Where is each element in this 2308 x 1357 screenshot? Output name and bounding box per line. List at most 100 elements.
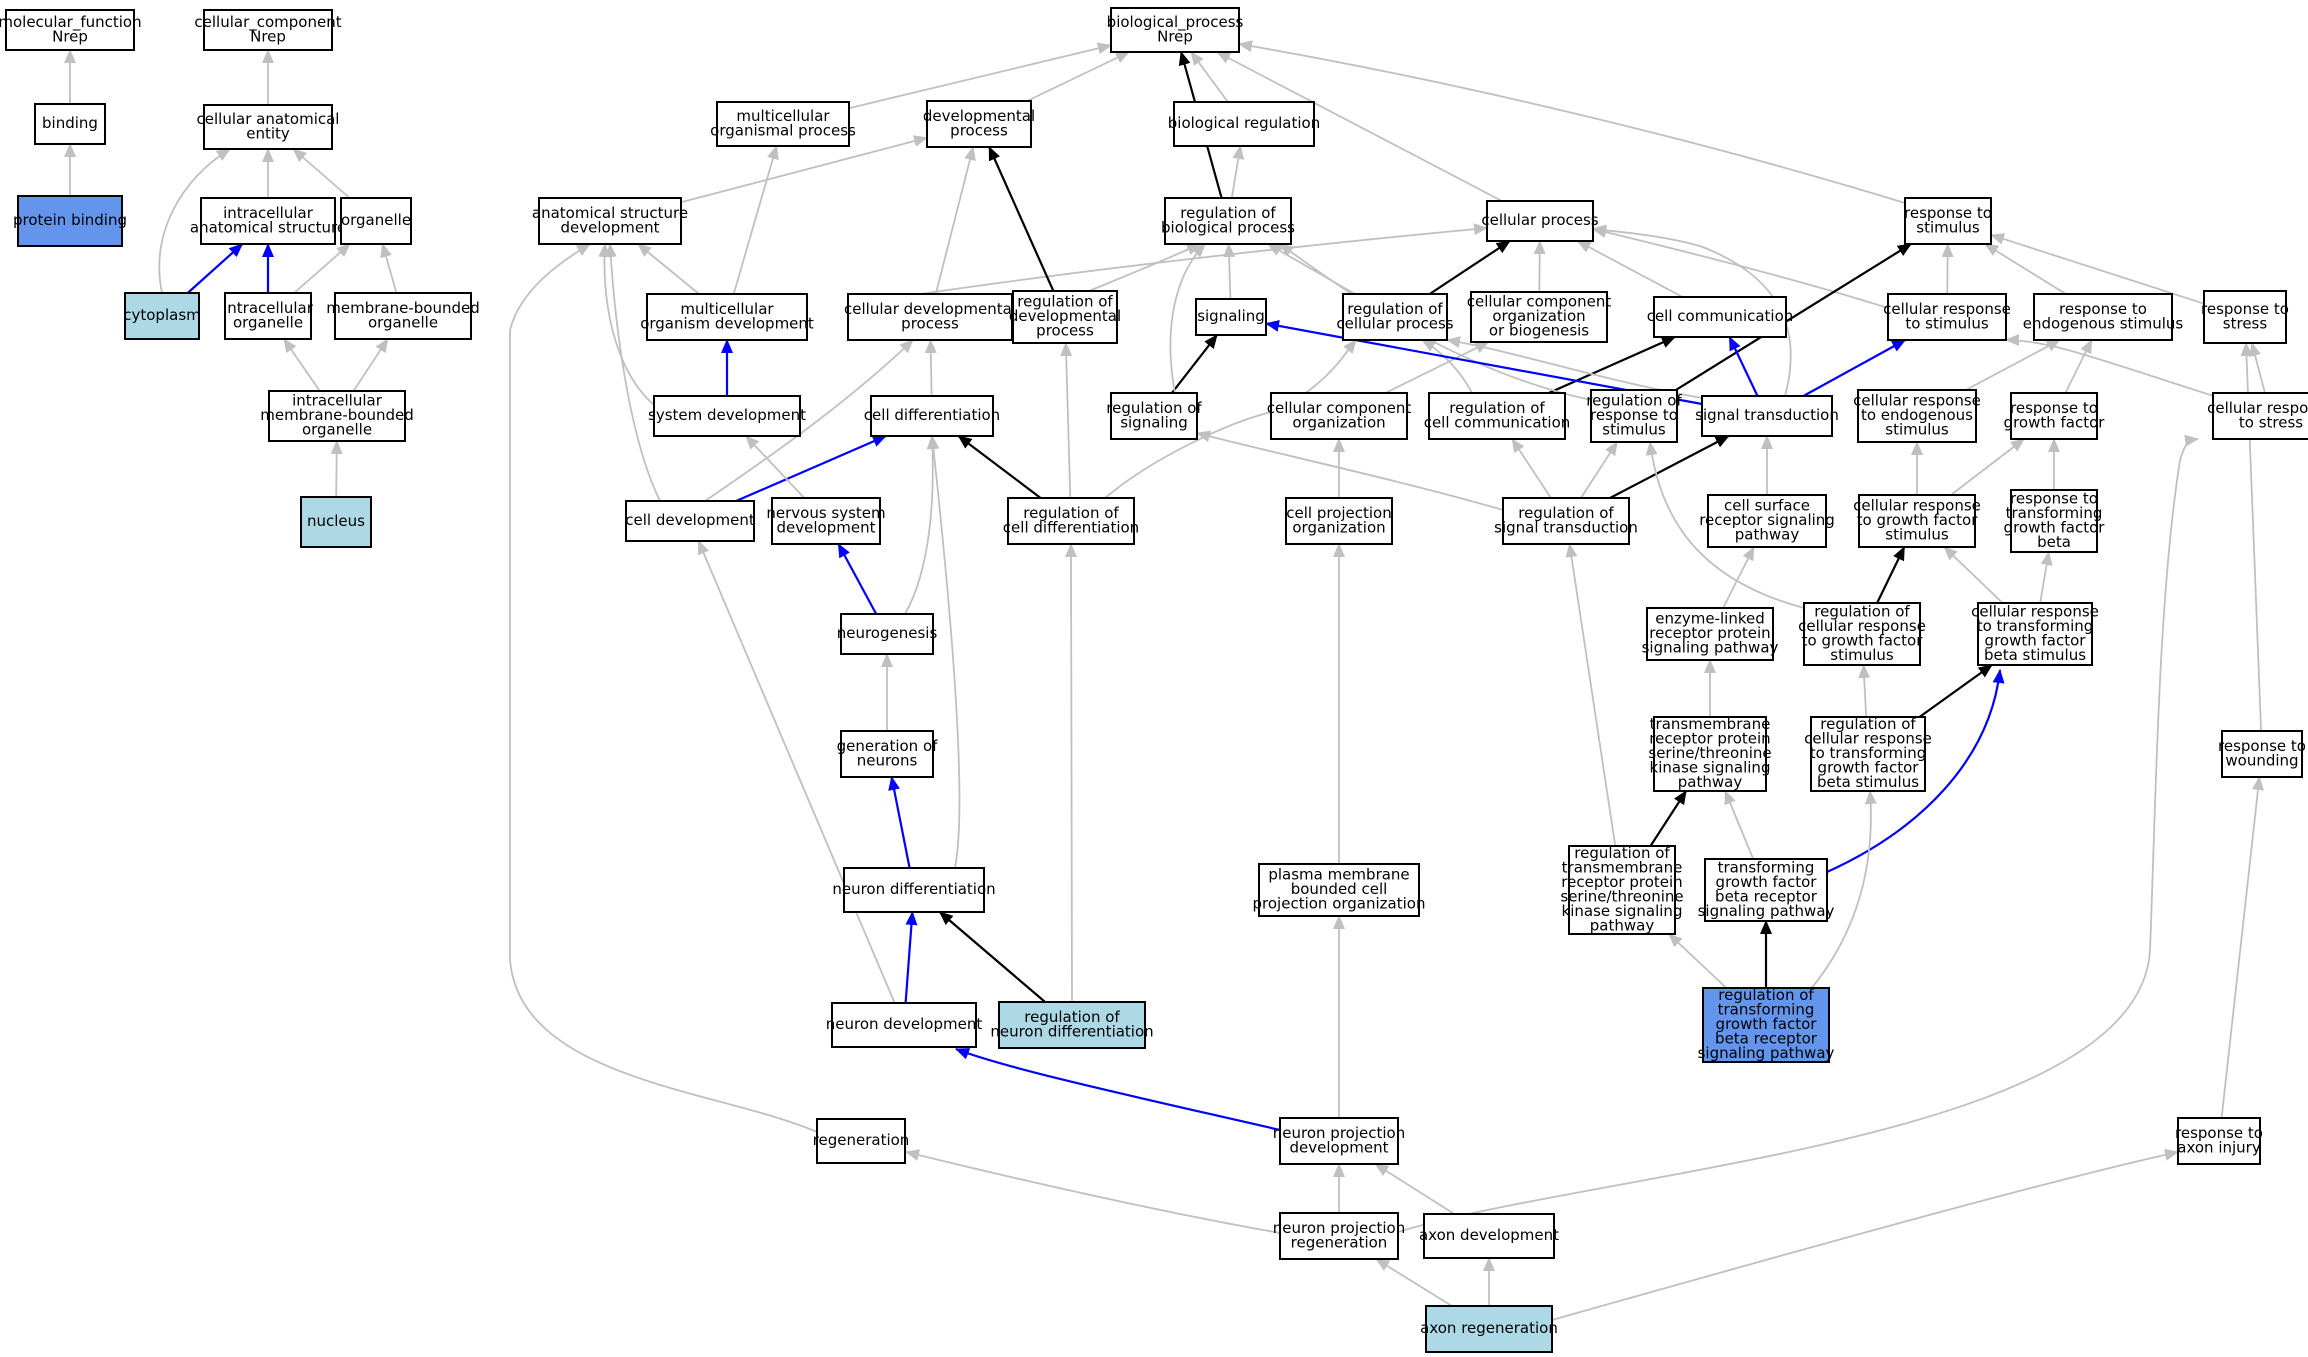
edge-rcrtgfbs-to-rcrgfs [1858, 664, 1871, 718]
node-label-line: cell surface [1724, 497, 1810, 515]
node-label-line: developmental [923, 107, 1035, 125]
node-label-line: regulation of [1518, 504, 1614, 522]
edge-rrs-to-rts [1675, 243, 1912, 391]
node-box [2212, 392, 2308, 440]
node-label-line: transforming [1718, 858, 1815, 876]
node-neurdiff: neuron differentiation [832, 867, 996, 913]
edge-celldev-to-asd [604, 243, 661, 502]
edge-nucleus-to-imbo [330, 440, 343, 498]
node-label-line: process [1036, 322, 1094, 340]
edge-cco-to-ccob [1385, 341, 1490, 394]
node-label-line: organization [1292, 413, 1385, 431]
edge-crgfs-to-rgf [1950, 438, 2025, 496]
node-label-line: transmembrane [1562, 858, 1683, 876]
edge-rtgfbrsp-to-rtmrpst [1668, 933, 1728, 989]
node-box [1486, 200, 1594, 242]
node-label-line: neurons [857, 751, 918, 769]
node-box [1428, 392, 1566, 440]
node-label-line: beta [2037, 533, 2071, 551]
edge-rcc-to-rcp [1421, 339, 1473, 394]
node-box [1887, 293, 2007, 341]
edge-rnd-to-neurdiff [938, 911, 1046, 1003]
edge-layer [64, 40, 2266, 1321]
node-label-line: regulation of [1347, 300, 1443, 318]
node-label-line: response to [2218, 737, 2306, 755]
node-box [2033, 293, 2173, 341]
node-box [1707, 494, 1827, 548]
node-cellcomm: cell communication [1647, 296, 1794, 338]
node-label-line: growth factor [1985, 631, 2087, 649]
node-label-line: growth factor [2004, 518, 2106, 536]
node-label-line: response to [1590, 406, 1678, 424]
node-label-line: organismal process [710, 121, 856, 139]
node-box [1701, 395, 1833, 437]
edge-rcd-to-rdp [1060, 342, 1073, 499]
node-label-line: process [901, 314, 959, 332]
edge-organelle-to-cae [292, 148, 351, 199]
edge-rtmrpst-to-rst [1565, 543, 1617, 847]
node-label-line: organelle [233, 313, 303, 331]
node-label-line: cell communication [1647, 307, 1794, 325]
node-label-line: response to [2059, 300, 2147, 318]
node-label-line: regeneration [813, 1131, 910, 1149]
node-label-line: biological process [1161, 218, 1295, 236]
node-label-line: cell projection [1286, 504, 1392, 522]
node-box [831, 1002, 977, 1048]
node-label-line: development [777, 518, 876, 536]
node-box [2010, 392, 2098, 440]
node-label-line: cellular response [2207, 399, 2308, 417]
node-box [1007, 497, 1135, 545]
edge-npr-to-regen [905, 1149, 1281, 1234]
edge-cellcomm-to-cellp [1576, 240, 1683, 298]
edge-rcp-to-cellp [1429, 240, 1511, 295]
node-label-line: beta receptor [1715, 1030, 1818, 1048]
node-box [334, 292, 472, 340]
node-box [870, 395, 994, 437]
node-label-line: cellular developmental [844, 300, 1016, 318]
node-label-line: multicellular [736, 107, 830, 125]
node-label-line: receptor protein [1561, 873, 1682, 891]
node-label-line: stimulus [1916, 218, 1980, 236]
edge-sigtrans-to-crs [1802, 339, 1907, 397]
node-label-line: stimulus [1830, 646, 1894, 664]
edge-crstress-to-rtstress [2249, 342, 2266, 394]
edge-cytoplasm-to-ias [186, 243, 244, 294]
node-box [1904, 197, 1992, 245]
node-label-line: growth factor [1716, 873, 1818, 891]
edge-imbo-to-mbo [352, 338, 389, 392]
node-nucleus: nucleus [300, 496, 372, 548]
node-box [203, 9, 333, 51]
edge-rcrtgfbs-to-crtgfbs [1918, 664, 1993, 718]
node-box [816, 1118, 906, 1164]
node-label-line: nucleus [307, 512, 365, 530]
node-label-line: cellular response [1971, 602, 2099, 620]
edge-rst-to-sigtrans [1609, 435, 1730, 499]
edge-rcrgfs-to-crgfs [1876, 546, 1906, 604]
node-box [1653, 716, 1767, 792]
edge-regen-to-asd [509, 243, 818, 1133]
edge-elrpsp-to-csrsp [1722, 546, 1755, 609]
node-box [340, 197, 412, 245]
edge-mod-to-asd [637, 243, 700, 295]
node-box [2203, 290, 2287, 344]
node-label-line: developmental [1009, 307, 1121, 325]
node-label-line: regulation of [1106, 399, 1202, 417]
edge-rcd-to-rcp [1104, 339, 1357, 499]
node-box [17, 195, 123, 247]
